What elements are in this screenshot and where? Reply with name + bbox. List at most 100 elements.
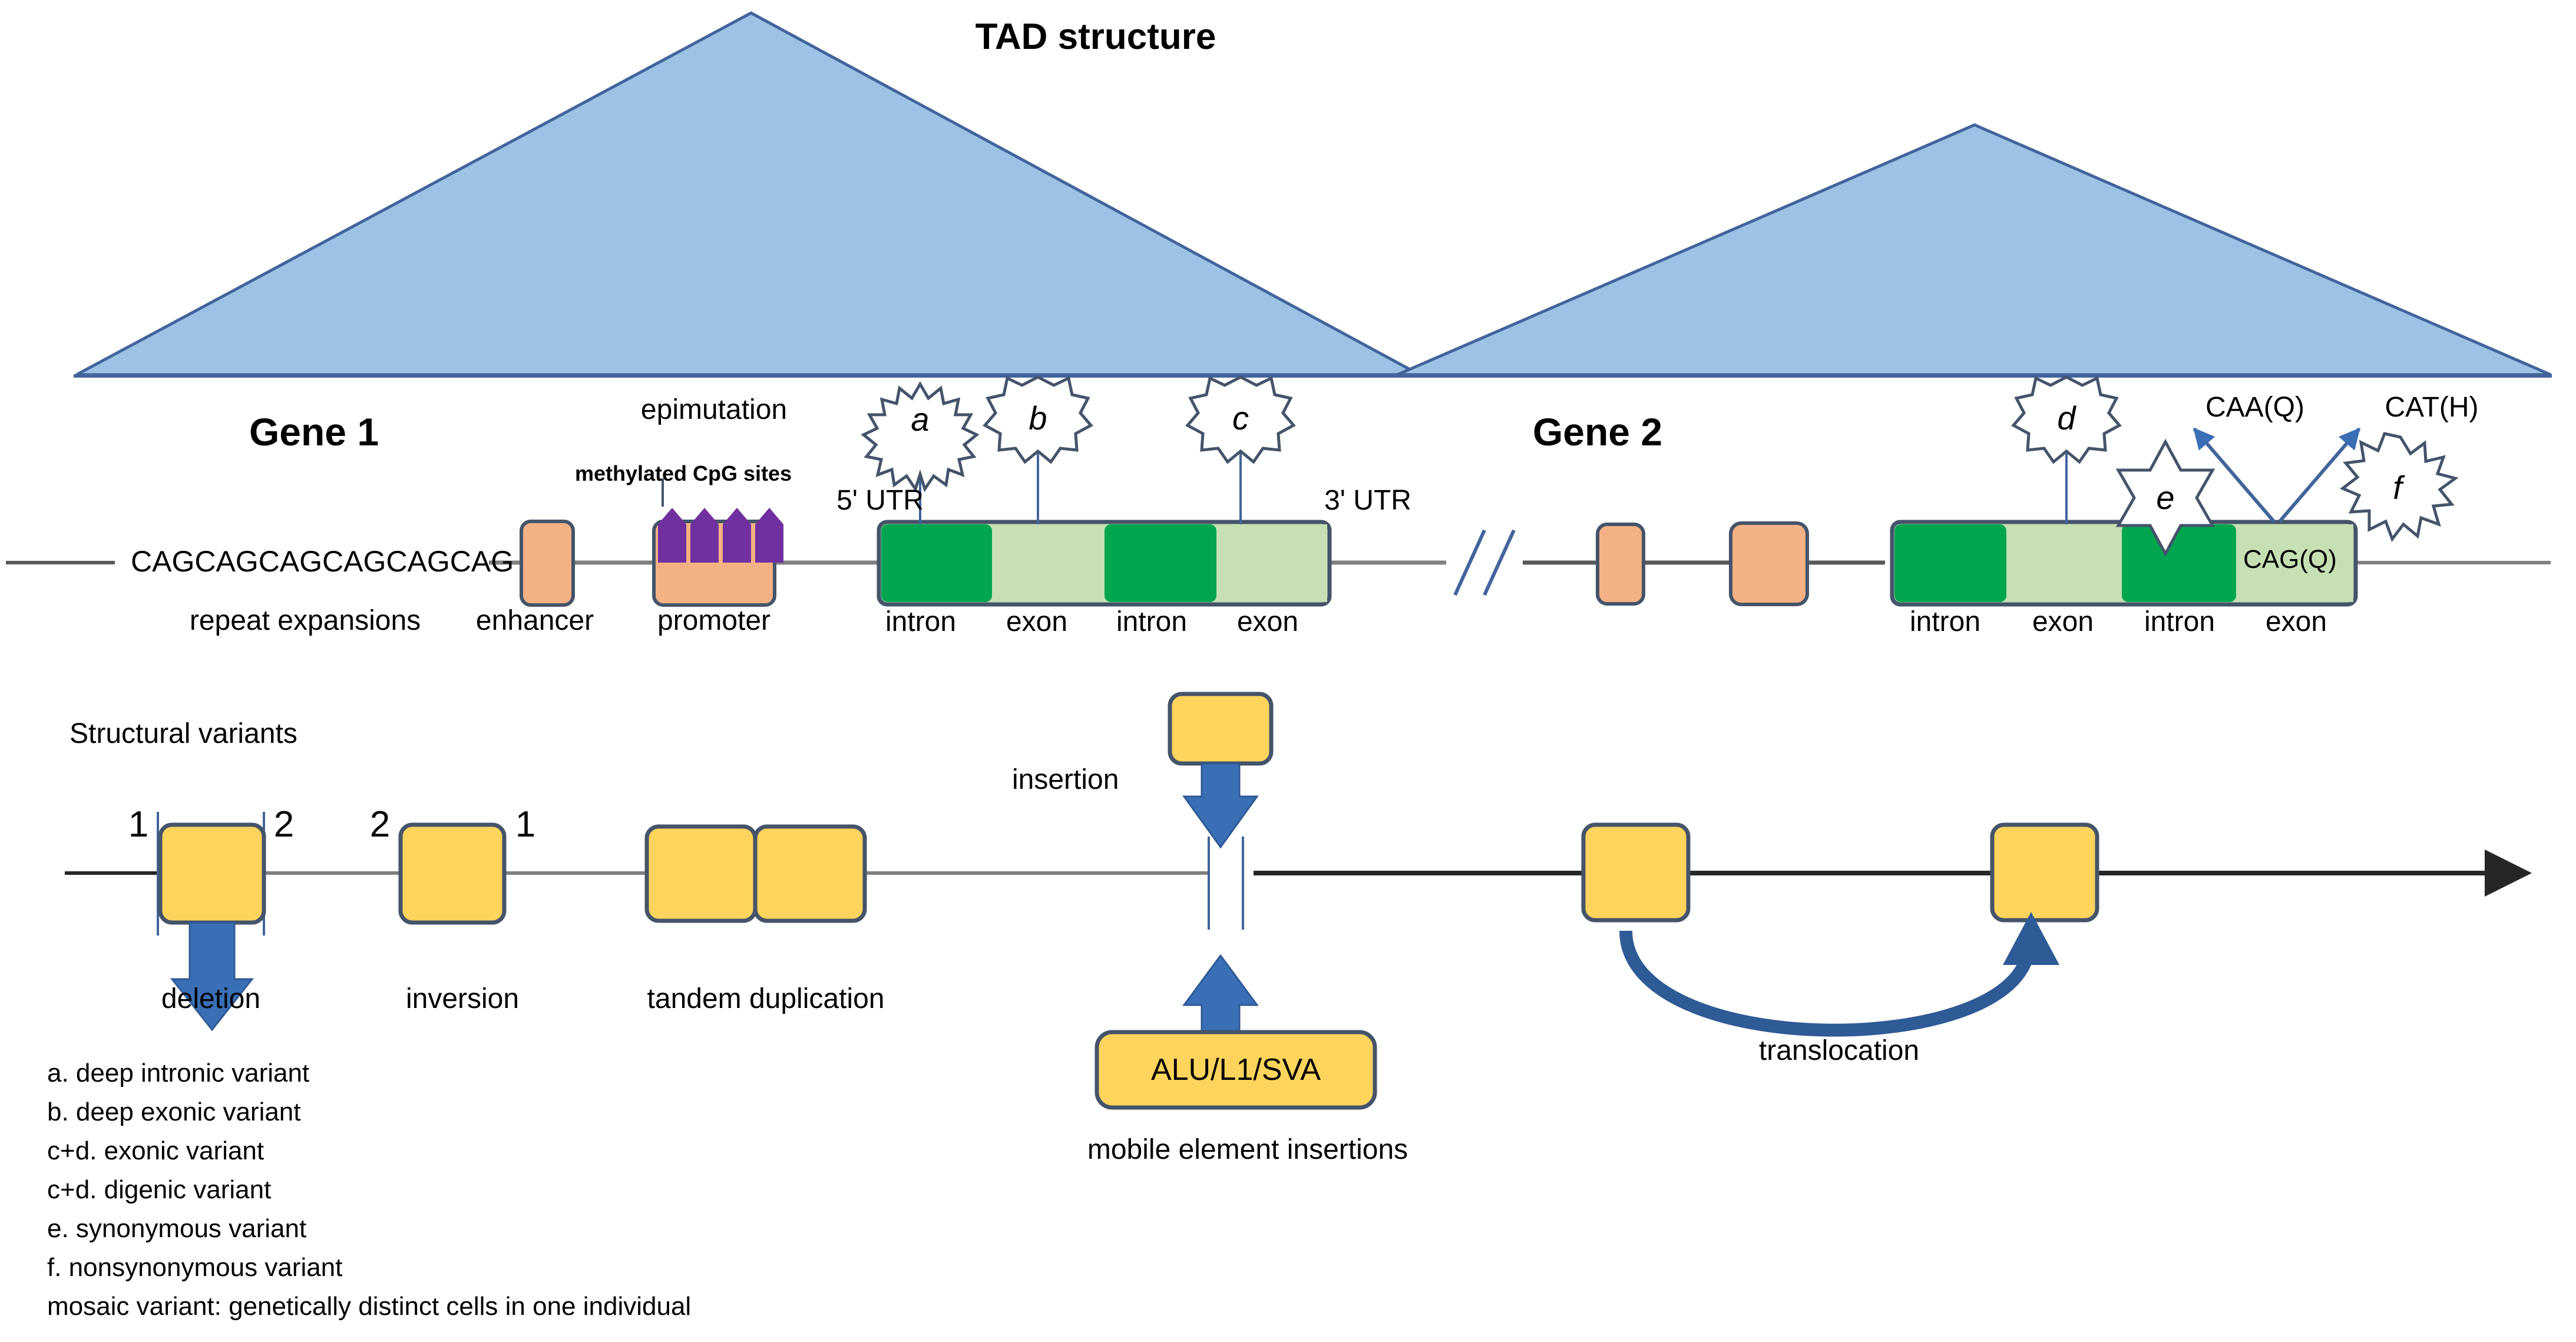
tandem-dup-box-2 xyxy=(753,824,867,923)
gene1-intron-2 xyxy=(1105,524,1216,602)
gene2-segment-label-exon-2: exon xyxy=(2265,606,2327,637)
enhancer-box xyxy=(520,520,575,607)
sv-insertion-group xyxy=(1094,692,1377,1110)
sv-translocation-group xyxy=(1581,822,2099,1037)
methyl-site-2 xyxy=(690,508,719,563)
structural-variants-title: Structural variants xyxy=(70,718,297,749)
translocation-box-target xyxy=(1990,822,2099,923)
legend-entry-f: f. nonsynonymous variant xyxy=(47,1253,343,1282)
methyl-site-1 xyxy=(658,508,686,563)
gene1-exon-1 xyxy=(992,524,1105,602)
callout-b-cloud-star xyxy=(983,375,1093,464)
repeat-expansions-label: repeat expansions xyxy=(189,605,421,636)
inversion-marker-1: 2 xyxy=(369,804,391,845)
callout-a-label: a xyxy=(911,401,930,438)
gene2-enhancer-box-2 xyxy=(1729,521,1809,606)
codon-arrow-to-caa xyxy=(2193,427,2276,523)
gene2-body xyxy=(1890,520,2358,607)
inversion-marker-2: 1 xyxy=(515,804,536,845)
repeat-expansion-sequence: CAGCAGCAGCAGCAGCAG xyxy=(131,545,514,578)
codon-cag-label: CAG(Q) xyxy=(2243,545,2337,574)
mobile-element-label: mobile element insertions xyxy=(1087,1134,1408,1165)
gene1-segment-label-exon-1: exon xyxy=(1006,606,1068,637)
gene1-title: Gene 1 xyxy=(249,410,379,454)
callout-c-label: c xyxy=(1232,399,1249,437)
translocation-box-source xyxy=(1581,822,1691,923)
codon-arrow-to-cat xyxy=(2278,427,2361,523)
codon-caa-label: CAA(Q) xyxy=(2205,392,2304,423)
mobile-element-box-text: ALU/L1/SVA xyxy=(1150,1053,1321,1087)
gene2-segment-label-intron-2: intron xyxy=(2144,606,2215,637)
tad-domain-right xyxy=(1397,123,2551,376)
callout-d-cloud-star xyxy=(2011,375,2122,464)
promoter-label: promoter xyxy=(657,605,771,636)
sv-inversion-group xyxy=(398,822,507,925)
gene2-intron-1 xyxy=(1894,524,2006,602)
tandem-dup-box-1 xyxy=(644,824,758,923)
gene1-segment-label-intron-2: intron xyxy=(1116,606,1188,637)
axis-break-mark-2 xyxy=(1483,529,1516,596)
translocation-curved-arrow xyxy=(1619,930,2035,1037)
gene1-callouts xyxy=(861,375,1296,524)
legend-entry-mosaic: mosaic variant: genetically distinct cel… xyxy=(47,1292,692,1321)
mobile-element-box xyxy=(1094,1030,1377,1110)
utr3-label: 3' UTR xyxy=(1324,485,1411,516)
tad-domain-left xyxy=(75,11,1421,376)
callout-c-cloud-star xyxy=(1185,375,1296,464)
gene2-segment-label-intron-1: intron xyxy=(1909,606,1981,637)
inversion-segment-box xyxy=(398,822,507,925)
utr5-label: 5' UTR xyxy=(836,485,924,516)
callout-e-star-6 xyxy=(2115,438,2215,557)
callout-b-label: b xyxy=(1029,399,1047,437)
deletion-label: deletion xyxy=(161,983,261,1014)
gene2-segment-label-exon-1: exon xyxy=(2032,606,2094,637)
epimutation-label: epimutation xyxy=(640,394,788,425)
sv-deletion-group xyxy=(157,812,266,1032)
gene2-intron-2 xyxy=(2122,524,2236,602)
inversion-label: inversion xyxy=(405,983,520,1014)
mobile-element-up-arrow xyxy=(1182,954,1259,1039)
legend-entry-e: e. synonymous variant xyxy=(47,1214,307,1243)
sv-tandem-duplication-group xyxy=(644,824,867,923)
legend-entry-cd-digenic: c+d. digenic variant xyxy=(47,1175,272,1204)
tandem-duplication-label: tandem duplication xyxy=(647,983,885,1014)
gene1-segment-label-intron-1: intron xyxy=(885,606,957,637)
methyl-site-4 xyxy=(755,508,783,563)
axis-break-mark-1 xyxy=(1453,529,1486,596)
callout-f-label: f xyxy=(2393,469,2402,506)
deletion-down-arrow xyxy=(170,921,254,1032)
callout-a-starburst xyxy=(861,381,980,492)
gene2-elements xyxy=(1596,520,2358,607)
insertion-label: insertion xyxy=(1012,764,1119,795)
legend-entry-b: b. deep exonic variant xyxy=(47,1098,301,1126)
methyl-site-3 xyxy=(723,508,751,563)
gene1-elements xyxy=(520,478,1332,607)
methylated-cpg-markers xyxy=(658,508,783,563)
gene1-segment-label-exon-2: exon xyxy=(1236,606,1299,637)
legend-entry-cd-exonic: c+d. exonic variant xyxy=(47,1136,264,1165)
codon-cat-label: CAT(H) xyxy=(2385,392,2479,423)
gene2-exon-2 xyxy=(2236,524,2353,602)
tad-structure-title: TAD structure xyxy=(975,16,1216,57)
tad-structure-group xyxy=(74,11,2552,378)
insertion-donor-box xyxy=(1168,692,1274,766)
gene2-enhancer-box-1 xyxy=(1596,523,1645,606)
deletion-segment-box xyxy=(158,822,266,925)
gene2-title: Gene 2 xyxy=(1532,410,1663,454)
gene1-exon-2 xyxy=(1216,524,1327,602)
legend-entry-a: a. deep intronic variant xyxy=(47,1059,310,1088)
translocation-label: translocation xyxy=(1758,1035,1920,1066)
enhancer-label: enhancer xyxy=(475,605,594,636)
gene1-intron-1 xyxy=(881,524,992,602)
translocation-arrowhead xyxy=(2003,912,2059,965)
methylated-cpg-label: methylated CpG sites xyxy=(574,461,792,485)
callout-f-explosion xyxy=(2340,432,2459,543)
gene1-body xyxy=(877,520,1332,607)
gene2-exon-1 xyxy=(2006,524,2122,602)
callout-e-label: e xyxy=(2156,479,2175,516)
insertion-down-arrow xyxy=(1182,762,1259,849)
deletion-marker-2: 2 xyxy=(273,804,295,845)
gene2-callouts xyxy=(2011,375,2459,557)
